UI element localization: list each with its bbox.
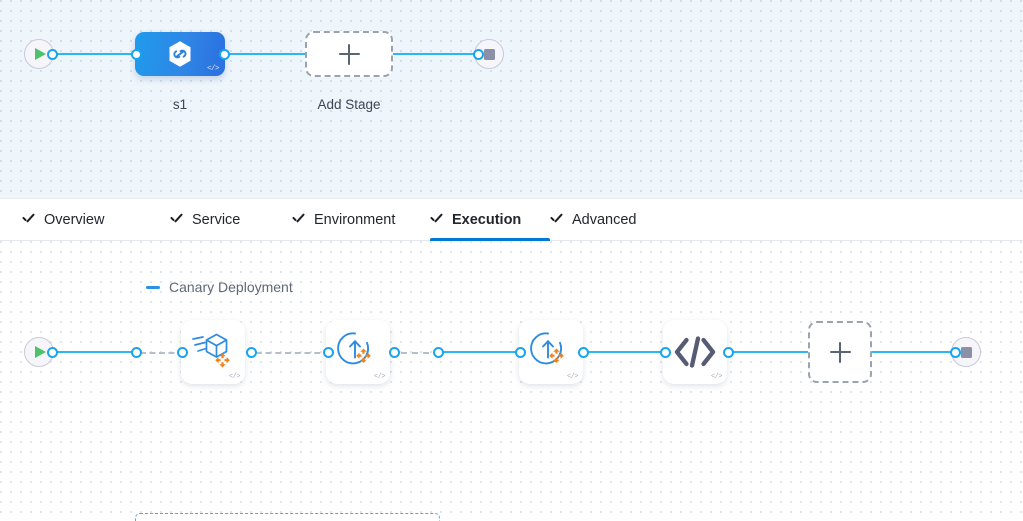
stage-label: s1	[172, 97, 188, 112]
stage-out-port[interactable]	[219, 48, 230, 60]
stop-icon	[960, 346, 972, 358]
end-port[interactable]	[473, 48, 484, 60]
asg-phased-deploy-icon	[530, 332, 564, 365]
stage-config-tabs[interactable]: Overview Service Environment Execution A…	[0, 199, 1023, 241]
hexagon-link-icon	[169, 41, 191, 67]
asgphased2-in-port[interactable]	[515, 346, 526, 358]
step-code-badge: </>	[566, 373, 579, 381]
edge-addstage-to-end	[390, 53, 480, 55]
minus-icon[interactable]	[146, 285, 160, 289]
asgphased-out-port[interactable]	[389, 346, 400, 358]
step-group-title: Canary Deployment	[169, 279, 293, 295]
add-stage-button[interactable]	[305, 31, 393, 77]
stop-icon	[483, 48, 495, 60]
edge-group-to-asgphased2	[440, 351, 522, 353]
add-stage-label: Add Stage	[317, 97, 381, 112]
pipeline-canvas[interactable]: </> s1 Add Stage	[0, 0, 1023, 199]
tab-execution[interactable]: Execution	[430, 199, 550, 241]
step-node-asg-phased-deploy[interactable]: </>	[326, 320, 390, 384]
edge-asgphased2-to-shell	[584, 351, 666, 353]
plus-icon	[338, 43, 360, 65]
group-in-port[interactable]	[131, 346, 142, 358]
tab-label: Advanced	[572, 211, 637, 228]
tab-label: Overview	[44, 211, 105, 228]
edge-shell-to-addstep	[728, 351, 808, 353]
shell-out-port[interactable]	[723, 346, 734, 358]
step-node-shellscript-1[interactable]: </>	[663, 320, 727, 384]
asgsetup-out-port[interactable]	[323, 346, 334, 358]
asgphased-in-port[interactable]	[246, 346, 257, 358]
check-icon	[550, 213, 563, 226]
step-code-badge: </>	[710, 373, 723, 381]
tab-label: Execution	[452, 211, 522, 228]
edge-stage-to-addstage	[220, 53, 310, 55]
edge-group-in-to-asgsetup	[140, 352, 184, 354]
execution-canvas[interactable]: Canary Deployment	[0, 241, 1023, 521]
play-icon	[35, 48, 46, 60]
step-code-badge: </>	[373, 373, 386, 381]
exec-end-port[interactable]	[950, 346, 961, 358]
check-icon	[292, 213, 305, 226]
check-icon	[170, 213, 183, 226]
step-group-canary-deployment[interactable]	[135, 513, 440, 521]
plus-icon	[829, 341, 851, 363]
asgphased2-out-port[interactable]	[578, 346, 589, 358]
add-step-button[interactable]	[808, 321, 872, 383]
stage-node-s1[interactable]: </>	[135, 32, 225, 76]
edge-start-to-stage	[52, 53, 140, 55]
step-node-asg-setup[interactable]: </>	[181, 320, 245, 384]
asgsetup-in-port[interactable]	[177, 346, 188, 358]
asg-phased-deploy-icon	[337, 332, 371, 365]
start-port[interactable]	[47, 48, 58, 60]
tab-environment[interactable]: Environment	[292, 199, 430, 241]
check-icon	[22, 213, 35, 226]
check-icon	[430, 213, 443, 226]
edge-asgphased-to-group-out	[390, 352, 440, 354]
edge-asgsetup-to-asgphased	[246, 352, 330, 354]
edge-addstep-to-exec-end	[872, 351, 957, 353]
play-icon	[35, 346, 46, 358]
group-out-port[interactable]	[433, 346, 444, 358]
tab-advanced[interactable]: Advanced	[550, 199, 670, 241]
tab-overview[interactable]: Overview	[22, 199, 170, 241]
step-group-header[interactable]: Canary Deployment	[146, 279, 293, 295]
tab-service[interactable]: Service	[170, 199, 292, 241]
edge-exec-start-to-group	[52, 351, 138, 353]
shell-in-port[interactable]	[660, 346, 671, 358]
step-node-asg-phased-deploy-2[interactable]: </>	[519, 320, 583, 384]
exec-start-port[interactable]	[47, 346, 58, 358]
stage-code-badge: </>	[206, 65, 220, 73]
stage-in-port[interactable]	[131, 48, 142, 60]
tab-label: Service	[192, 211, 241, 228]
code-brackets-icon	[674, 336, 716, 368]
tab-label: Environment	[314, 211, 396, 228]
step-code-badge: </>	[228, 373, 241, 381]
asg-setup-icon	[192, 333, 230, 368]
